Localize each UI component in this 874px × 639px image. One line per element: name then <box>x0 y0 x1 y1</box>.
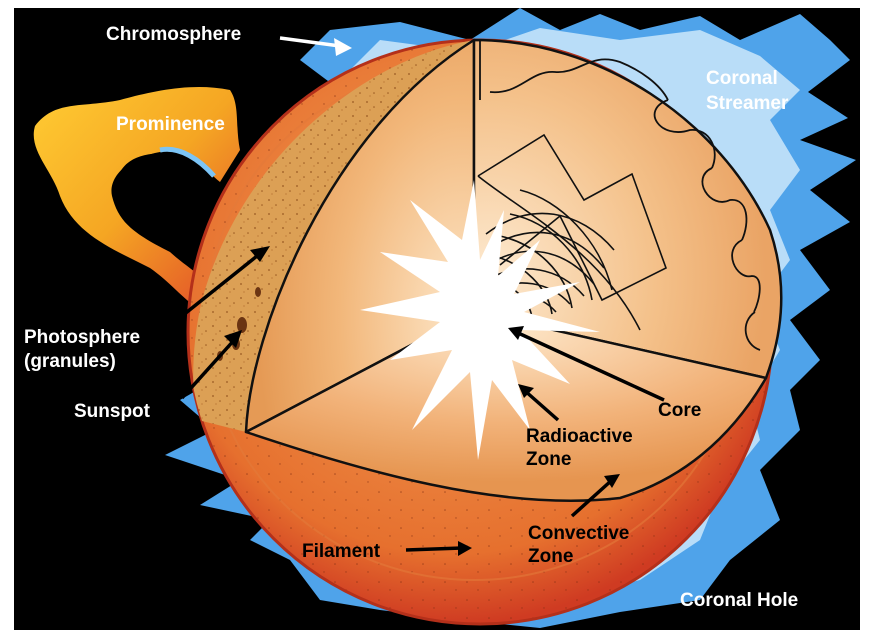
label-prominence: Prominence <box>116 114 225 135</box>
label-photosphere-1: Photosphere <box>24 327 140 348</box>
label-coronal-streamer-1: Coronal <box>706 68 778 89</box>
label-radioactive-1: Radioactive <box>526 426 633 447</box>
label-filament: Filament <box>302 541 381 562</box>
label-sunspot: Sunspot <box>74 401 151 422</box>
label-radioactive-2: Zone <box>526 449 571 470</box>
label-convective-2: Zone <box>528 546 573 567</box>
label-convective-1: Convective <box>528 523 629 544</box>
label-coronal-streamer-2: Streamer <box>706 93 789 114</box>
label-photosphere-2: (granules) <box>24 351 116 372</box>
label-core: Core <box>658 400 701 421</box>
label-chromosphere: Chromosphere <box>106 24 241 45</box>
label-coronal-hole: Coronal Hole <box>680 590 798 611</box>
